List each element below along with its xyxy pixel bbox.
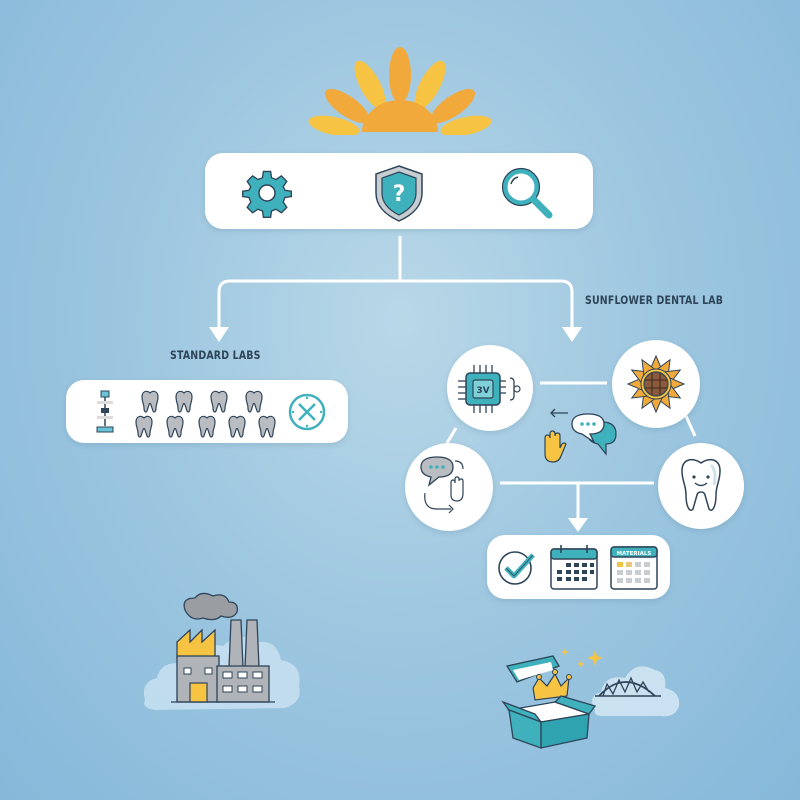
sunflower-node[interactable]	[612, 340, 700, 428]
lab-press-icon	[96, 390, 114, 434]
chat-hand-icon	[420, 456, 464, 514]
materials-calendar-icon: MATERIALS	[609, 545, 659, 591]
calendar-icon	[549, 543, 599, 591]
factory-pollution-icon	[135, 590, 305, 720]
smile-tooth-node[interactable]	[658, 443, 744, 529]
sunflower-icon	[626, 354, 686, 414]
x-circle-icon	[287, 392, 327, 432]
gear-icon[interactable]	[240, 166, 294, 220]
top-toolbar: ?	[205, 153, 593, 229]
chip-icon: 3V	[458, 365, 521, 413]
shield-question-icon[interactable]: ?	[372, 163, 426, 223]
chat-bubbles-icon	[570, 410, 620, 458]
arrow-left-icon	[548, 408, 570, 418]
hand-icon	[540, 430, 568, 464]
standard-labs-label: STANDARD LABS	[170, 348, 261, 362]
communication-node[interactable]	[405, 443, 493, 531]
chip-node[interactable]: 3V	[447, 345, 533, 431]
search-icon[interactable]	[497, 165, 557, 223]
checkmark-circle-icon	[497, 547, 537, 587]
svg-text:3V: 3V	[476, 386, 489, 396]
svg-text:?: ?	[393, 182, 406, 207]
crown-box-bridge-icon	[495, 630, 685, 760]
svg-text:MATERIALS: MATERIALS	[617, 551, 652, 557]
happy-tooth-icon	[681, 458, 721, 511]
result-card: MATERIALS	[487, 535, 670, 599]
tooth-grid	[132, 388, 282, 438]
sunflower-dental-lab-label: SUNFLOWER DENTAL LAB	[585, 293, 724, 307]
standard-labs-card	[66, 380, 348, 443]
sunflower-sun-logo	[300, 40, 500, 135]
